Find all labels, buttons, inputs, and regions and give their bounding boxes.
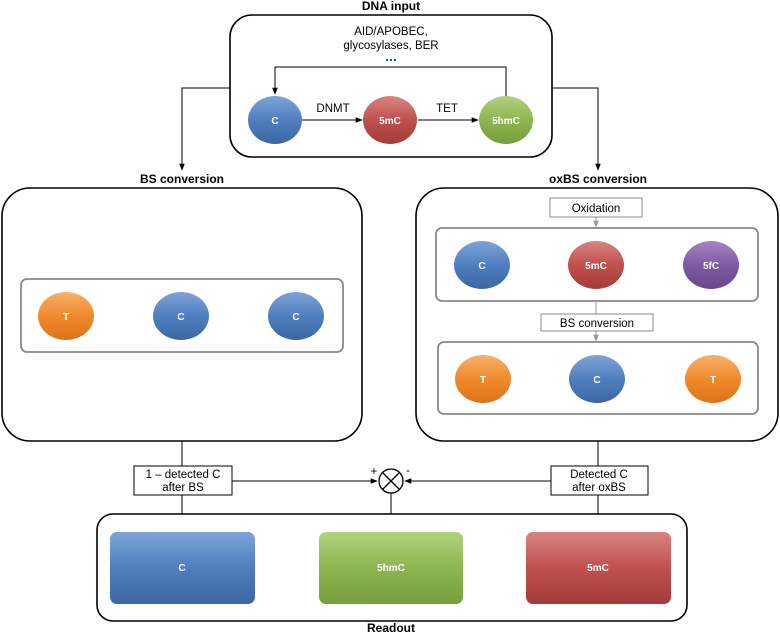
- bs-conversion-step-label: BS conversion: [560, 318, 634, 330]
- cv-node-t-2: T: [685, 355, 741, 403]
- node-c: C: [248, 96, 302, 144]
- enzyme-label-dnmt: DNMT: [316, 103, 349, 115]
- bs-node-c-2: C: [268, 292, 324, 340]
- node-5mc: 5mC: [363, 96, 417, 144]
- cv-node-c: C: [569, 355, 625, 403]
- oxbs-panel-title: oxBS conversion: [549, 172, 647, 186]
- node-5hmc: 5hmC: [479, 96, 533, 144]
- enzyme-label-tet: TET: [436, 103, 458, 115]
- bs-conversion-step-box: [540, 313, 654, 332]
- readout-5hmc-box: 5hmC: [319, 532, 463, 604]
- oxbs-result-label-line1: Detected C: [570, 469, 628, 481]
- branch-to-oxbs: [552, 87, 601, 171]
- bs-result-label-line1: 1 – detected C: [146, 469, 221, 481]
- svg-text:C: C: [478, 261, 485, 272]
- readout-5mc-box: 5mC: [526, 532, 671, 604]
- svg-text:5mC: 5mC: [587, 563, 609, 574]
- branch-to-bs: [179, 87, 230, 171]
- bs-node-c-1: C: [153, 292, 209, 340]
- svg-text:T: T: [63, 312, 69, 323]
- svg-text:C: C: [177, 312, 184, 323]
- dna-input-panel: [229, 14, 553, 158]
- svg-text:5fC: 5fC: [703, 261, 719, 272]
- feedback-arrow: [272, 66, 507, 96]
- subtraction-operator-icon: [378, 468, 404, 494]
- svg-text:5hmC: 5hmC: [377, 563, 405, 574]
- svg-text:C: C: [178, 563, 185, 574]
- ox-node-5mc: 5mC: [568, 241, 624, 289]
- bs-result-label-line2: after BS: [162, 482, 204, 494]
- minus-sign: -: [406, 465, 410, 477]
- readout-title: Readout: [367, 621, 415, 635]
- ellipsis-label: ...: [385, 48, 397, 64]
- svg-text:T: T: [710, 375, 716, 386]
- oxbs-result-label-box: [550, 465, 649, 496]
- svg-text:C: C: [271, 116, 278, 127]
- svg-text:5hmC: 5hmC: [492, 116, 520, 127]
- svg-text:C: C: [593, 375, 600, 386]
- enzyme-label-aid-apobec: AID/APOBEC,: [354, 26, 428, 38]
- plus-sign: +: [371, 466, 378, 478]
- bs-node-t: T: [38, 292, 94, 340]
- ox-node-c: C: [454, 241, 510, 289]
- bs-panel-title: BS conversion: [140, 172, 224, 186]
- readout-c-box: C: [110, 532, 255, 604]
- svg-text:C: C: [292, 312, 299, 323]
- enzyme-label-glycosylases-ber: glycosylases, BER: [343, 40, 438, 52]
- svg-text:5mC: 5mC: [379, 116, 401, 127]
- oxbs-result-label-line2: after oxBS: [572, 482, 626, 494]
- cv-node-t-1: T: [455, 355, 511, 403]
- svg-text:5mC: 5mC: [585, 261, 607, 272]
- ox-node-5fc: 5fC: [683, 241, 739, 289]
- svg-text:T: T: [480, 375, 486, 386]
- dna-input-title: DNA input: [362, 0, 420, 13]
- oxidation-step-label: Oxidation: [572, 203, 621, 215]
